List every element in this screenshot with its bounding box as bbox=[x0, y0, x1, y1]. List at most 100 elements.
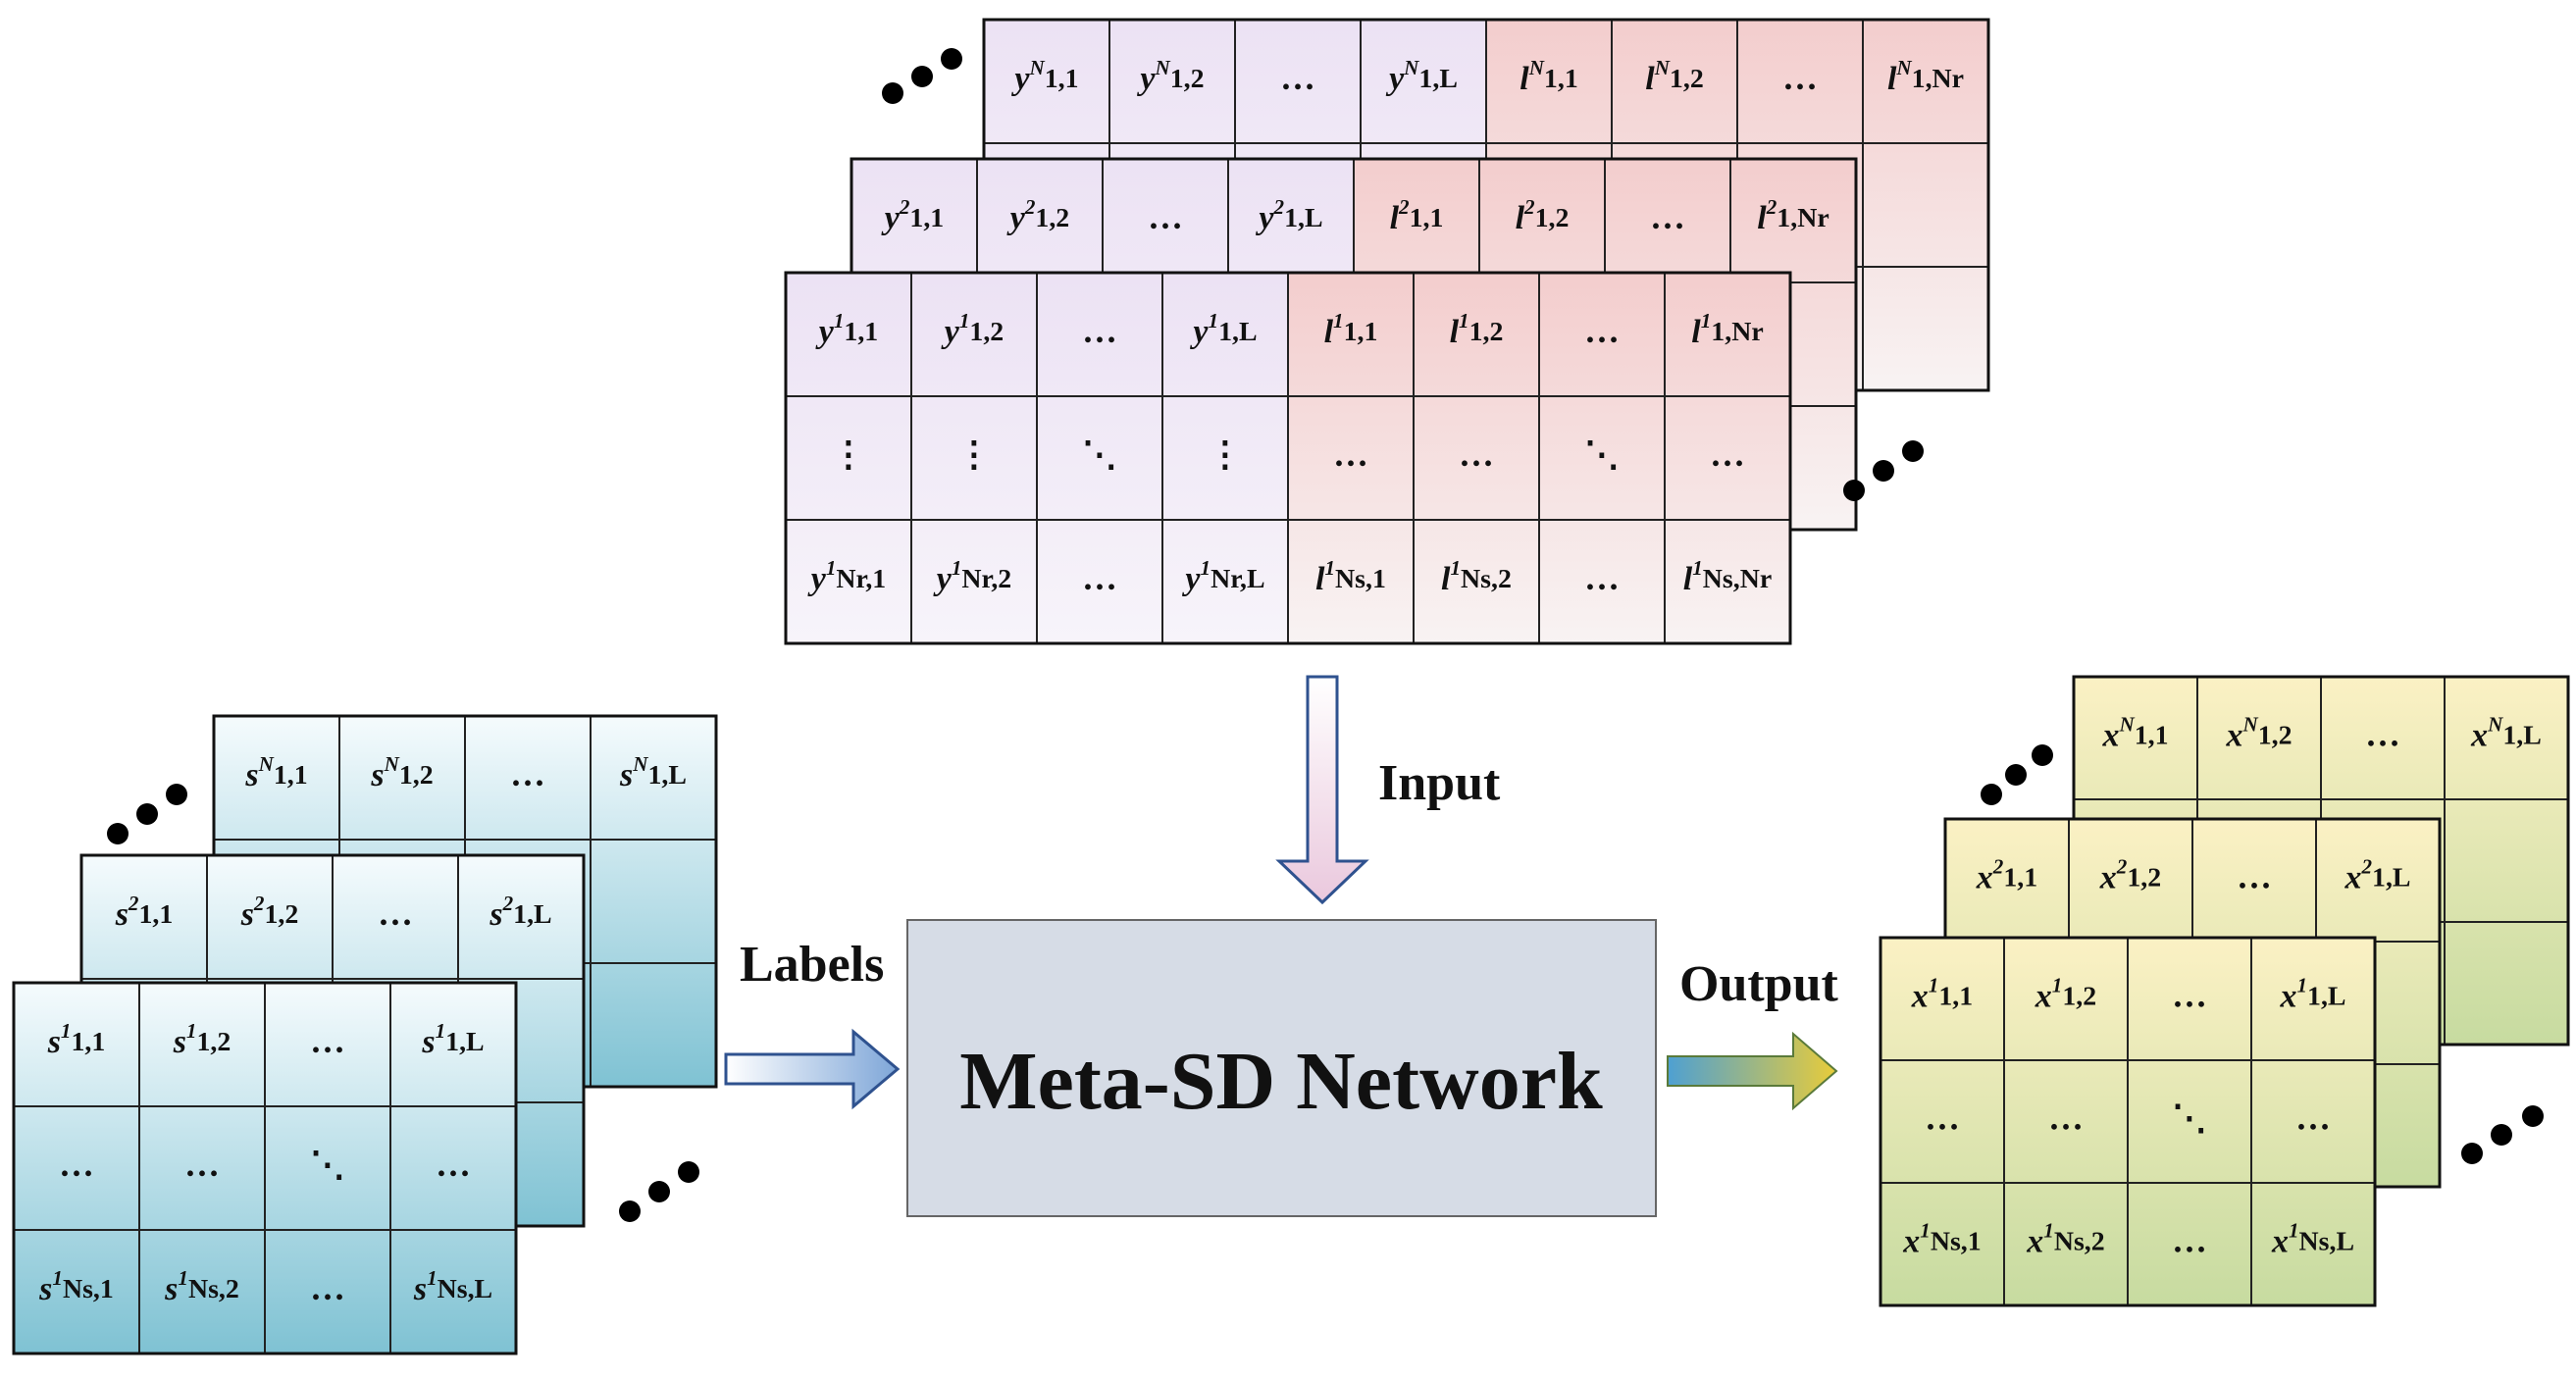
cell-text: xN1,2 bbox=[2225, 712, 2292, 753]
cell-text: s1Ns,1 bbox=[38, 1266, 114, 1307]
ellipsis-dot-group bbox=[619, 1161, 699, 1222]
cell-text: yN1,2 bbox=[1136, 56, 1204, 97]
dot bbox=[882, 82, 903, 104]
cell-text: … bbox=[310, 1268, 345, 1307]
cell-text: … bbox=[2172, 1221, 2207, 1260]
cell-text: sN1,1 bbox=[244, 752, 307, 793]
cell-text: s1Ns,2 bbox=[164, 1266, 239, 1307]
cell-text: … bbox=[310, 1021, 345, 1060]
dot bbox=[1873, 460, 1894, 482]
cell-text: l21,2 bbox=[1516, 195, 1570, 236]
meta-sd-network-block: Meta-SD Network bbox=[906, 919, 1657, 1217]
cell-text: x21,2 bbox=[2099, 854, 2161, 895]
cell-text: … bbox=[184, 1145, 220, 1184]
cell-text: ⋱ bbox=[310, 1145, 345, 1184]
ellipsis-dot-group bbox=[882, 48, 962, 104]
cell-text: xN1,L bbox=[2470, 712, 2542, 753]
cell-text: … bbox=[2295, 1098, 2331, 1138]
output-arrow-label: Output bbox=[1679, 956, 1839, 1012]
cell-text: s21,L bbox=[489, 892, 551, 933]
cell-text: lN1,2 bbox=[1645, 56, 1704, 97]
cell-text: … bbox=[1333, 434, 1368, 474]
cell-text: s11,1 bbox=[47, 1019, 106, 1060]
cell-text: … bbox=[1584, 558, 1620, 597]
cell-text: … bbox=[59, 1145, 94, 1184]
dot bbox=[648, 1181, 670, 1202]
input-arrow: Input bbox=[1275, 675, 1501, 905]
cell-text: … bbox=[378, 894, 413, 933]
dot bbox=[941, 48, 962, 70]
cell-text: x1Ns,L bbox=[2271, 1218, 2354, 1259]
dot bbox=[1981, 784, 2002, 805]
cell-text: x1Ns,1 bbox=[1902, 1218, 1981, 1259]
cell-text: xN1,1 bbox=[2101, 712, 2168, 753]
cell-text: sN1,2 bbox=[370, 752, 433, 793]
dot bbox=[107, 823, 129, 844]
cell-text: s1Ns,L bbox=[413, 1266, 492, 1307]
cell-text: … bbox=[1584, 311, 1620, 350]
dot bbox=[619, 1200, 641, 1222]
cell-text: s21,1 bbox=[115, 892, 174, 933]
cell-text: x11,1 bbox=[1911, 973, 1973, 1014]
cell-text: lN1,1 bbox=[1520, 56, 1578, 97]
cell-text: y11,1 bbox=[815, 309, 878, 350]
cell-text: lN1,Nr bbox=[1887, 56, 1964, 97]
cell-text: ⋱ bbox=[1082, 434, 1117, 474]
dot bbox=[1843, 480, 1865, 501]
cell-text: y11,2 bbox=[941, 309, 1004, 350]
cell-text: s21,2 bbox=[240, 892, 299, 933]
cell-text: l11,1 bbox=[1324, 309, 1378, 350]
cell-text: … bbox=[1280, 58, 1315, 97]
cell-text: … bbox=[510, 754, 545, 793]
ellipsis-dot-group bbox=[107, 784, 187, 844]
dot bbox=[2461, 1143, 2483, 1164]
cell-text: ⋮ bbox=[956, 434, 992, 474]
cell-text: x11,2 bbox=[2035, 973, 2096, 1014]
cell-text: l1Ns,Nr bbox=[1683, 556, 1772, 597]
cell-text: y11,L bbox=[1189, 309, 1257, 350]
cell-text: y21,1 bbox=[881, 195, 944, 236]
cell-text: sN1,L bbox=[619, 752, 687, 793]
ellipsis-dot-group bbox=[1981, 744, 2053, 805]
cell-text: l11,Nr bbox=[1691, 309, 1763, 350]
cell-text: yN1,L bbox=[1385, 56, 1458, 97]
input-arrow-label: Input bbox=[1378, 755, 1501, 811]
cell-text: s11,2 bbox=[173, 1019, 232, 1060]
dot bbox=[2522, 1105, 2544, 1127]
cell-text: x11,L bbox=[2279, 973, 2345, 1014]
cell-text: x1Ns,2 bbox=[2026, 1218, 2104, 1259]
dot bbox=[136, 803, 158, 825]
cell-text: … bbox=[1082, 311, 1117, 350]
cell-text: … bbox=[1710, 434, 1745, 474]
cell-text: … bbox=[1459, 434, 1494, 474]
dot bbox=[166, 784, 187, 805]
cell-text: y1Nr,1 bbox=[807, 556, 887, 597]
labels-arrow-label: Labels bbox=[740, 937, 884, 993]
cell-text: s11,L bbox=[421, 1019, 484, 1060]
cell-text: l11,2 bbox=[1450, 309, 1504, 350]
cell-text: … bbox=[1148, 197, 1183, 236]
ellipsis-dot-group bbox=[2461, 1105, 2544, 1164]
cell-text: y1Nr,2 bbox=[933, 556, 1012, 597]
ellipsis-dot-group bbox=[1843, 440, 1924, 501]
cell-text: … bbox=[1925, 1098, 1960, 1138]
cell-text: x21,L bbox=[2344, 854, 2410, 895]
cell-text: … bbox=[436, 1145, 471, 1184]
dot bbox=[678, 1161, 699, 1183]
cell-text: … bbox=[1782, 58, 1818, 97]
dot bbox=[2005, 764, 2027, 786]
cell-text: ⋮ bbox=[831, 434, 866, 474]
cell-text: x21,1 bbox=[1976, 854, 2037, 895]
output-matrix-stack: xN1,1 xN1,2 … xN1,L x21,1 x21,2 … x21,L x11,1 x11… bbox=[1879, 675, 2570, 1307]
cell-text: l1Ns,1 bbox=[1315, 556, 1386, 597]
cell-text: … bbox=[2048, 1098, 2084, 1138]
matrix-layer-front: s11,1 s11,2 … s11,L … … ⋱ … s1Ns,1 s1Ns,2 … s1Ns,L bbox=[12, 981, 518, 1355]
cell-text: ⋱ bbox=[1584, 434, 1620, 474]
cell-text: l21,Nr bbox=[1757, 195, 1829, 236]
